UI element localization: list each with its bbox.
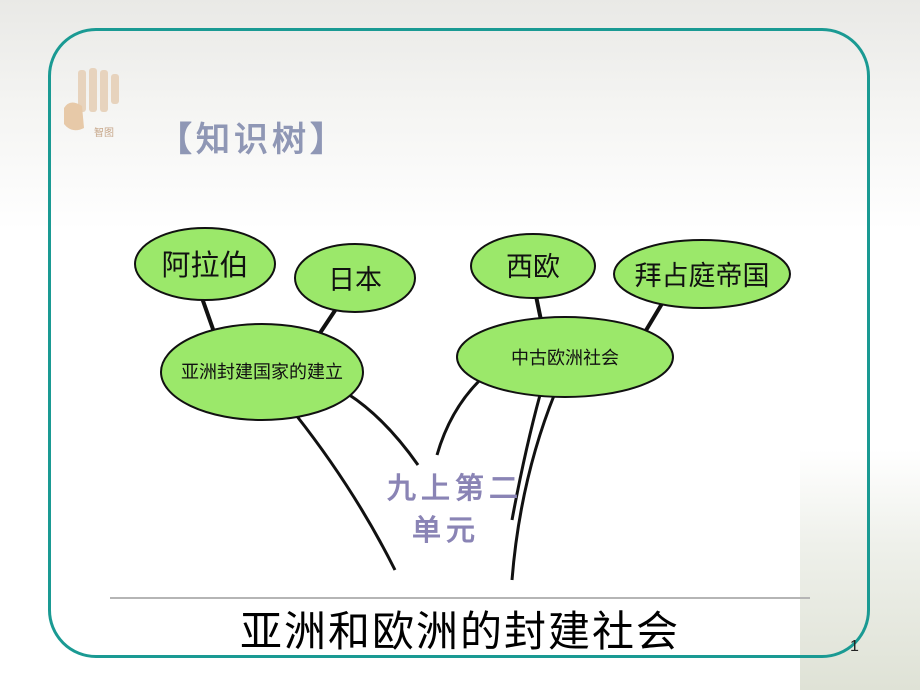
node-medieval-europe	[456, 316, 674, 398]
logo-caption: 智图	[94, 126, 114, 139]
trunk-curve-left-outer	[294, 414, 397, 571]
slide-frame	[48, 28, 870, 658]
trunk-curve-right-inner	[435, 378, 482, 456]
slide-title: 亚洲和欧洲的封建社会	[239, 607, 680, 656]
logo-icon: 智图	[64, 68, 119, 139]
title-divider	[110, 597, 810, 599]
node-byzantine	[613, 239, 791, 309]
background-gradient	[0, 0, 920, 230]
trunk-curve-right-mid	[510, 394, 542, 521]
page-number: 1	[850, 638, 859, 655]
node-arabia	[134, 227, 276, 301]
knowledge-tree-heading: 【知识树】	[158, 120, 348, 160]
node-asia-feudal	[160, 323, 364, 421]
node-japan-label: 日本	[328, 265, 382, 296]
trunk-curve-left-inner	[347, 392, 420, 466]
node-japan	[294, 243, 416, 313]
node-arabia-label: 阿拉伯	[161, 248, 248, 282]
node-medieval-europe-label: 中古欧洲社会	[511, 348, 619, 369]
trunk-label-line2: 单元	[412, 513, 480, 547]
node-western-europe-label: 西欧	[506, 252, 560, 283]
trunk-label-line1: 九上第二	[387, 471, 523, 505]
node-byzantine-label: 拜占庭帝国	[635, 261, 770, 292]
node-asia-feudal-label: 亚洲封建国家的建立	[181, 362, 343, 383]
node-western-europe	[470, 233, 596, 299]
connector-arabia	[200, 297, 216, 333]
trunk-curve-right-outer	[510, 392, 557, 581]
background-cityscape	[800, 450, 920, 690]
